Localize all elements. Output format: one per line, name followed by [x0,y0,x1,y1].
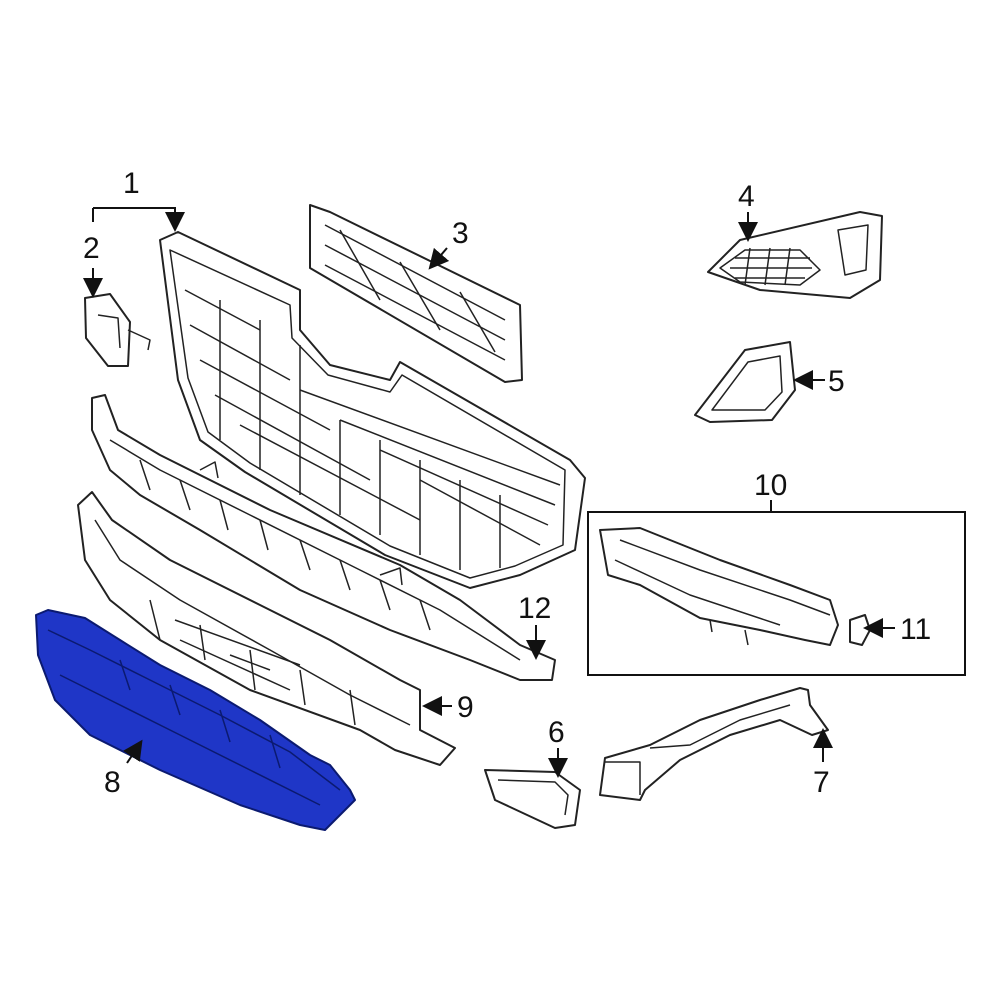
callout-8: 8 [104,766,121,799]
callout-1: 1 [123,167,140,200]
part-3-grille-insert[interactable] [309,204,523,383]
callout-3: 3 [452,217,469,250]
part-8-lower-absorber[interactable] [35,609,356,831]
part-9-lower-support[interactable] [77,491,456,766]
callout-7: 7 [813,766,830,799]
callout-10: 10 [754,469,787,502]
leader-1-right [93,207,185,232]
part-4-side-grille[interactable] [707,211,883,299]
leader-3 [428,247,450,270]
part-11-clip[interactable] [849,614,871,646]
part-2-sensor[interactable] [84,293,151,367]
part-1-grille[interactable] [159,231,586,589]
leader-8 [123,739,143,764]
callout-9: 9 [457,691,474,724]
callout-12: 12 [518,592,551,625]
part-6-duct[interactable] [484,769,581,829]
part-5-bezel[interactable] [694,341,796,423]
part-10-air-duct[interactable] [599,527,839,646]
part-7-air-duct[interactable] [599,687,829,801]
callouts: 1 2 3 4 5 6 7 8 9 10 11 12 [83,167,931,799]
leader-lines [83,207,895,778]
callout-11: 11 [900,613,931,646]
callout-4: 4 [738,180,755,213]
callout-5: 5 [828,365,845,398]
part-10-box [587,511,966,676]
callout-2: 2 [83,232,100,265]
callout-6: 6 [548,716,565,749]
part-12-upper-absorber[interactable] [91,394,556,681]
